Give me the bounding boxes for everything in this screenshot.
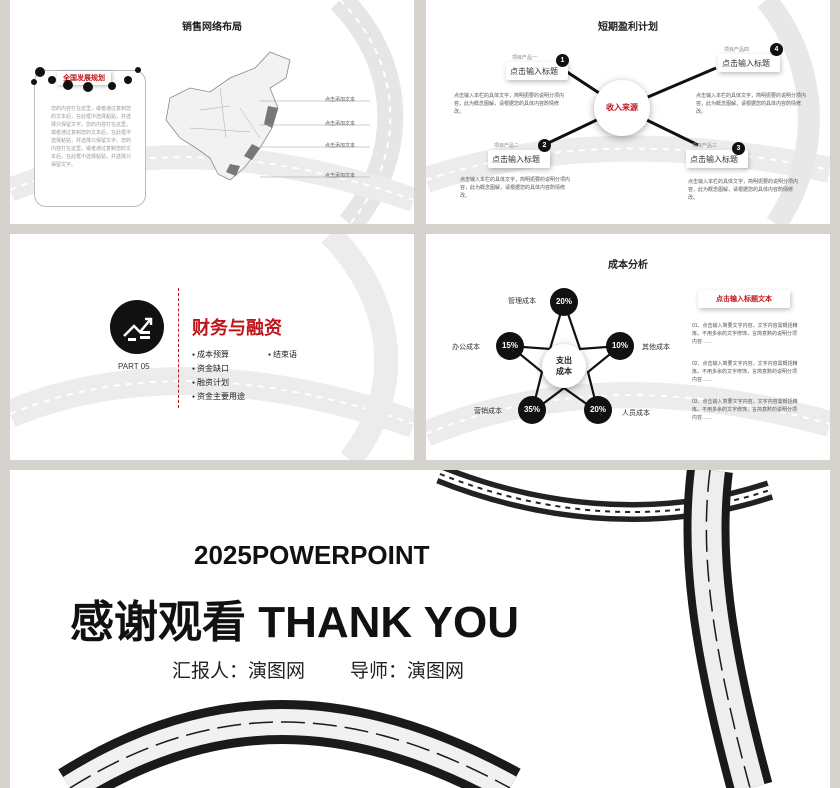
node-office: 15%: [496, 332, 524, 360]
cost-center: 支出 成本: [542, 344, 586, 388]
item-small-3: 项目产品三: [692, 143, 718, 149]
node-management: 20%: [550, 288, 578, 316]
title-tag[interactable]: 点击输入标题文本: [698, 290, 790, 308]
dots-decoration: [31, 67, 141, 92]
point-1: 01、点击输入简要文字内容，文字内容需概括精炼，不用多余的文字修饰，言简意赅的说…: [692, 323, 798, 345]
item-text-1: 点击输入本栏的具体文字，简明扼要的说明分项内容，此为概念图解，请根据您的具体内容…: [454, 93, 565, 115]
item-text-2: 点击输入本栏的具体文字，简明扼要的说明分项内容，此为概念图解，请根据您的具体内容…: [460, 177, 571, 199]
divider: [178, 288, 179, 408]
item-card-3[interactable]: 项目产品三 点击输入标题: [686, 143, 748, 168]
year-title: 2025POWERPOINT: [194, 540, 430, 570]
node-label-marketing: 营销成本: [474, 408, 502, 415]
map-label-3: 点击添加文本: [325, 143, 356, 149]
node-label-management: 管理成本: [508, 298, 536, 305]
plan-card-text: 您的内容打在这里，或者通过复制您的文本后，在此框中选择粘贴，并选择只保留文字。您…: [51, 106, 132, 168]
slide-profit-plan[interactable]: 短期盈利计划 收入来源 项目产品一 点击输入标题 1 点击输入本栏的具体文字，简…: [426, 0, 830, 224]
bullet-item[interactable]: 资金缺口: [192, 362, 245, 376]
item-text-4: 点击输入本栏的具体文字，简明扼要的说明分项内容，此为概念图解，请根据您的具体内容…: [696, 93, 807, 115]
slide-finance-section[interactable]: PART 05 财务与融资 成本预算 资金缺口 融资计划 资金主要用途 结束语: [10, 234, 414, 460]
node-staff: 20%: [584, 396, 612, 424]
item-number-4: 4: [770, 43, 783, 56]
node-other: 10%: [606, 332, 634, 360]
bullet-item[interactable]: 融资计划: [192, 376, 245, 390]
item-label-3: 点击输入标题: [690, 155, 738, 164]
item-card-4[interactable]: 项目产品四 点击输入标题: [718, 47, 780, 72]
bullet-item[interactable]: 资金主要用途: [192, 390, 245, 404]
bullet-list-left: 成本预算 资金缺口 融资计划 资金主要用途: [192, 348, 245, 404]
filmstrip-decoration: [10, 234, 414, 460]
map-lines: [260, 100, 370, 178]
slide-sales-network[interactable]: 销售网络布局 全国发展规划 您的内容打在这里，或者通过复制您的文本后，在此框中选…: [10, 0, 414, 224]
node-label-other: 其他成本: [642, 344, 670, 351]
finance-icon: [110, 300, 164, 354]
point-3: 03、点击输入简要文字内容，文字内容需概括精炼，不用多余的文字修饰，言简意赅的说…: [692, 399, 798, 421]
item-number-1: 1: [556, 54, 569, 67]
part-number: PART 05: [118, 362, 150, 371]
reporter: 汇报人：演图网: [172, 661, 306, 682]
filmstrip-decoration: [426, 382, 830, 447]
node-label-staff: 人员成本: [622, 410, 650, 417]
item-small-2: 项目产品二: [494, 143, 520, 149]
bullet-item[interactable]: 成本预算: [192, 348, 245, 362]
item-number-2: 2: [538, 139, 551, 152]
item-small-4: 项目产品四: [724, 47, 750, 53]
center-income-source: 收入来源: [594, 80, 650, 136]
slide-thank-you[interactable]: 2025POWERPOINT 感谢观看 THANK YOU 汇报人：演图网 导师…: [10, 470, 830, 788]
bullet-item[interactable]: 结束语: [268, 348, 297, 362]
section-heading: 财务与融资: [192, 318, 282, 338]
item-card-2[interactable]: 项目产品二 点击输入标题: [488, 143, 550, 168]
map-label-2: 点击添加文本: [325, 121, 356, 127]
slide-cost-analysis[interactable]: 成本分析 支出 成本 20% 管理成本 10% 其他成本 20% 人员成本 35…: [426, 234, 830, 460]
node-label-office: 办公成本: [452, 344, 480, 351]
item-label-2: 点击输入标题: [492, 155, 540, 164]
slide-title: 销售网络布局: [182, 22, 242, 33]
item-label-4: 点击输入标题: [722, 59, 770, 68]
mentor: 导师：演图网: [350, 661, 465, 682]
china-map-icon: [165, 51, 291, 181]
filmstrip-decoration: [58, 470, 774, 788]
slide-title: 成本分析: [608, 260, 648, 271]
item-text-3: 点击输入本栏的具体文字，简明扼要的说明分项内容，此为概念图解，请根据您的具体内容…: [688, 179, 799, 201]
item-number-3: 3: [732, 142, 745, 155]
thank-you-title: 感谢观看 THANK YOU: [70, 598, 519, 647]
node-marketing: 35%: [518, 396, 546, 424]
item-label-1: 点击输入标题: [510, 67, 558, 76]
filmstrip-decoration: [426, 0, 830, 224]
title-tag-text: 点击输入标题文本: [716, 296, 772, 303]
bullet-list-right: 结束语: [268, 348, 297, 362]
item-small-1: 项目产品一: [512, 55, 538, 61]
map-label-4: 点击添加文本: [325, 173, 356, 179]
plan-card: 全国发展规划 您的内容打在这里，或者通过复制您的文本后，在此框中选择粘贴，并选择…: [34, 70, 146, 207]
map-label-1: 点击添加文本: [325, 97, 356, 103]
item-card-1[interactable]: 项目产品一 点击输入标题: [506, 55, 568, 80]
point-2: 02、点击输入简要文字内容，文字内容需概括精炼，不用多余的文字修饰，言简意赅的说…: [692, 361, 798, 383]
slide-title: 短期盈利计划: [598, 22, 658, 33]
